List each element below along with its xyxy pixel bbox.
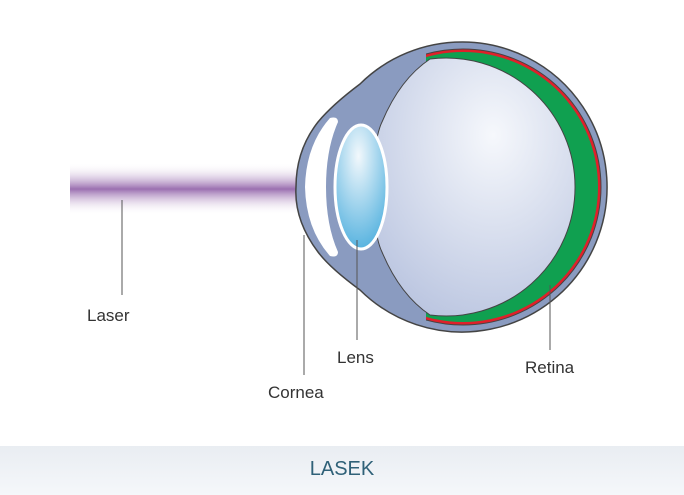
cornea-label: Cornea (268, 383, 324, 402)
lens (333, 123, 389, 251)
eye-illustration (70, 41, 608, 375)
caption: LASEK (309, 458, 375, 480)
laser-beam (70, 163, 302, 215)
leader-lines (121, 200, 551, 375)
laser-label: Laser (87, 306, 130, 325)
retina-label: Retina (525, 358, 575, 377)
cornea-layer (305, 117, 338, 257)
caption-bar: LASEK (0, 446, 684, 495)
vitreous (369, 57, 576, 317)
lens-label: Lens (337, 348, 374, 367)
